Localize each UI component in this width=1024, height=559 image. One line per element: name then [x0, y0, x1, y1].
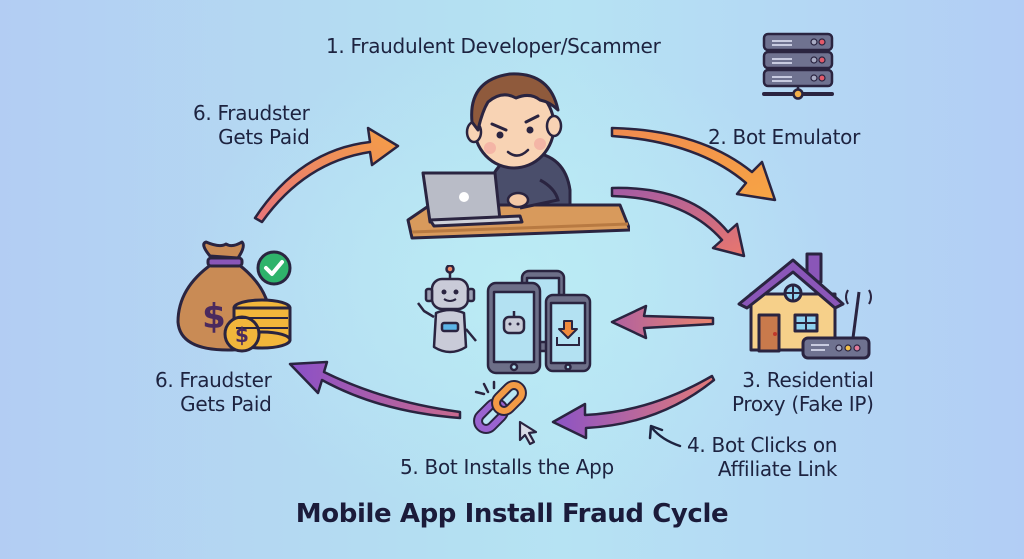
- robot-phones-icon: [417, 265, 592, 375]
- step3-label: 3. Residential Proxy (Fake IP): [732, 368, 874, 416]
- arrow-paid-to-developer: [253, 126, 400, 224]
- money-bag-check-icon: $ $: [176, 240, 292, 353]
- step4-line1: 4. Bot Clicks on: [687, 433, 838, 457]
- link-cursor-icon: [473, 380, 538, 446]
- arrow-developer-to-emulator: [610, 126, 777, 202]
- step6-left-line2: Gets Paid: [180, 392, 272, 416]
- arrow-link-to-paid: [288, 360, 462, 420]
- step3-line2: Proxy (Fake IP): [732, 392, 874, 416]
- step6-left-line1: 6. Fraudster: [155, 368, 272, 392]
- developer-at-laptop-icon: [406, 72, 630, 240]
- step6-top-line2: Gets Paid: [218, 125, 310, 149]
- step4-label: 4. Bot Clicks on Affiliate Link: [687, 433, 837, 481]
- step6-left-label: 6. Fraudster Gets Paid: [155, 368, 272, 416]
- arrow-proxy-to-phones: [610, 304, 715, 340]
- step2-label: 2. Bot Emulator: [708, 125, 861, 149]
- step1-label: 1. Fraudulent Developer/Scammer: [326, 34, 661, 58]
- step5-label: 5. Bot Installs the App: [400, 455, 614, 479]
- svg-text:$: $: [235, 323, 249, 347]
- svg-text:$: $: [202, 297, 226, 337]
- diagram-title: Mobile App Install Fraud Cycle: [295, 499, 729, 529]
- hint-arrow-icon: [648, 424, 682, 448]
- arrow-proxy-to-link: [551, 374, 716, 440]
- house-router-icon: [737, 252, 872, 360]
- step3-line1: 3. Residential: [742, 368, 874, 392]
- server-rack-icon: [762, 32, 834, 100]
- step6-top-label: 6. Fraudster Gets Paid: [193, 101, 310, 149]
- step4-line2: Affiliate Link: [717, 457, 838, 481]
- arrow-emulator-to-proxy: [610, 186, 746, 258]
- step6-top-line1: 6. Fraudster: [193, 101, 310, 125]
